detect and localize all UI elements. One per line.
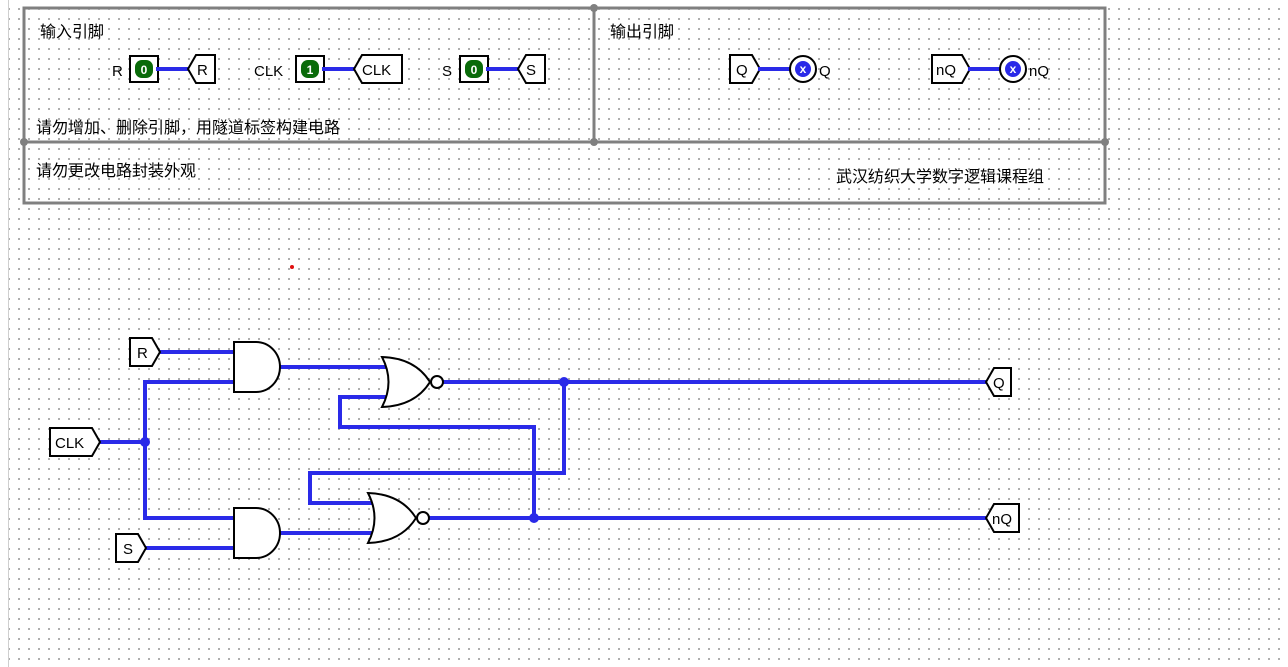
nor-bubble <box>430 375 444 389</box>
credit-label: 武汉纺织大学数字逻辑课程组 <box>836 167 1044 186</box>
tunnel-label: S <box>526 62 536 79</box>
header-outer-frame <box>22 6 1107 205</box>
pin-label-s: S <box>442 63 452 80</box>
tunnel-label: nQ <box>936 62 956 79</box>
probe-fill <box>1005 61 1021 77</box>
tunnel-shape <box>186 54 216 84</box>
tunnel-shape <box>129 337 162 367</box>
probe-fill <box>795 61 811 77</box>
tunnel-r[interactable]: R <box>129 337 162 367</box>
tunnel-label: Q <box>993 375 1005 392</box>
pin-value-led <box>135 60 153 78</box>
header-frame <box>20 4 1109 205</box>
probe-value: x <box>1010 62 1017 76</box>
frame-joint <box>1101 138 1109 146</box>
marker-dot <box>290 265 294 269</box>
tunnel-shape <box>931 54 972 84</box>
wire-junction <box>529 513 539 523</box>
wire-clk-bus <box>143 380 236 520</box>
tunnel-label: S <box>123 541 133 558</box>
tunnel-r-header: R <box>186 54 216 84</box>
nor-gate-1[interactable] <box>380 355 444 409</box>
input-pins-title: 输入引脚 <box>40 22 104 41</box>
input-pin-r[interactable]: R 0 <box>112 55 159 83</box>
pin-label-r: R <box>112 63 123 80</box>
tunnel-label: nQ <box>992 511 1012 528</box>
pin-label-clk: CLK <box>254 63 283 80</box>
output-pins-title: 输出引脚 <box>610 22 674 41</box>
output-probe-nq[interactable]: x nQ <box>999 55 1049 83</box>
tunnel-label: R <box>197 62 208 79</box>
probe-label-nq: nQ <box>1029 63 1049 80</box>
frame-joint <box>590 138 598 146</box>
tunnel-shape <box>984 503 1020 533</box>
tunnel-shape <box>729 54 762 84</box>
and-gate-1[interactable] <box>233 341 281 393</box>
and-gate-shape <box>233 341 281 393</box>
pin-value-led <box>465 60 483 78</box>
tunnel-nq-header: nQ <box>931 54 972 84</box>
wire-feedback-nq <box>338 395 536 520</box>
tunnel-label: CLK <box>362 62 391 79</box>
tunnel-clk[interactable]: CLK <box>49 427 102 457</box>
wire-feedback-q <box>308 380 566 505</box>
wire-junction <box>140 437 150 447</box>
nor-gate-2[interactable] <box>366 491 430 545</box>
tunnel-q[interactable]: Q <box>984 367 1012 397</box>
tunnel-s[interactable]: S <box>115 533 148 563</box>
tunnel-shape <box>49 427 102 457</box>
pin-value: 0 <box>471 63 478 77</box>
note-no-change-appearance: 请勿更改电路封装外观 <box>36 161 196 180</box>
probe-label-q: Q <box>819 63 831 80</box>
tunnel-shape <box>352 54 403 84</box>
output-probe-q[interactable]: x Q <box>789 55 831 83</box>
circuit-wires <box>98 350 988 550</box>
tunnel-shape <box>115 533 148 563</box>
tunnel-shape <box>984 367 1012 397</box>
input-pin-clk[interactable]: CLK 1 <box>254 55 325 83</box>
tunnel-shape <box>516 54 546 84</box>
tunnel-label: Q <box>736 62 748 79</box>
tunnel-label: CLK <box>55 435 84 452</box>
nor-bubble <box>416 511 430 525</box>
pin-value-led <box>301 60 319 78</box>
tunnel-clk-header: CLK <box>352 54 403 84</box>
pin-value: 1 <box>307 63 314 77</box>
wire-junction <box>559 377 569 387</box>
note-no-add-pins: 请勿增加、删除引脚，用隧道标签构建电路 <box>36 118 340 137</box>
nor-gate-shape <box>380 355 432 409</box>
input-pin-s[interactable]: S 0 <box>442 55 489 83</box>
tunnel-q-header: Q <box>729 54 762 84</box>
frame-joint <box>590 4 598 12</box>
probe-value: x <box>800 62 807 76</box>
nor-gate-shape <box>366 491 418 545</box>
and-gate-2[interactable] <box>233 507 281 559</box>
tunnel-s-header: S <box>516 54 546 84</box>
frame-joint <box>20 138 28 146</box>
tunnel-label: R <box>137 345 148 362</box>
tunnel-nq[interactable]: nQ <box>984 503 1020 533</box>
canvas-left-edge <box>0 0 9 667</box>
and-gate-shape <box>233 507 281 559</box>
pin-value: 0 <box>141 63 148 77</box>
